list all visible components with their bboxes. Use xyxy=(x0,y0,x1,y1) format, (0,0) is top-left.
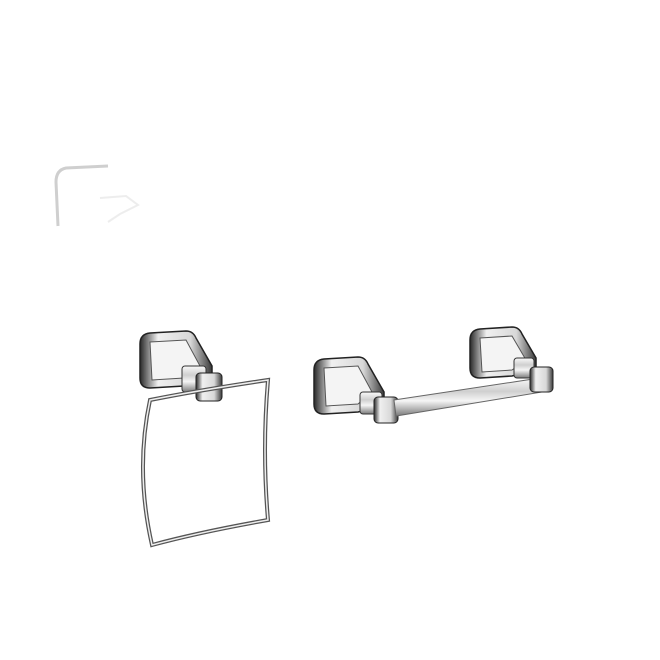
faint-ghost-fixture xyxy=(54,164,140,227)
toilet-paper-holder xyxy=(313,326,554,424)
towel-ring xyxy=(139,330,271,548)
